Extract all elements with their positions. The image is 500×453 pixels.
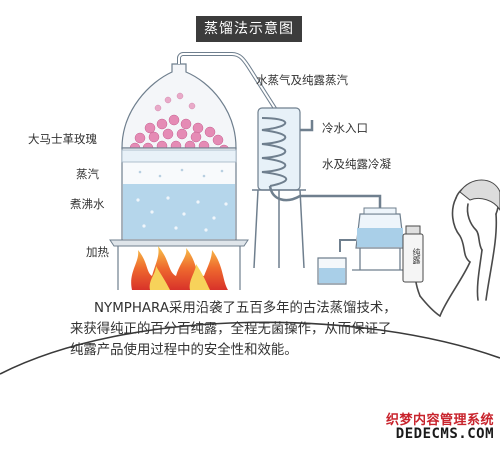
outlet-pipe: [268, 185, 382, 210]
fire-flames: [131, 246, 228, 290]
label-heating: 加热: [86, 245, 109, 259]
label-condensation: 水及纯露冷凝: [322, 157, 391, 171]
bottle-label: 纯露: [412, 248, 421, 264]
label-damask-rose: 大马士革玫瑰: [28, 132, 97, 146]
description: NYMPHARA采用沿袭了五百多年的古法蒸馏技术， 来获得纯正的百分百纯露，全程…: [70, 298, 450, 361]
description-line-3: 纯露产品使用过程中的安全性和效能。: [70, 343, 298, 358]
label-vapor-hydrosol: 水蒸气及纯露蒸汽: [256, 73, 348, 87]
label-cold-water-inlet: 冷水入口: [322, 121, 368, 135]
description-line-1: NYMPHARA采用沿袭了五百多年的古法蒸馏技术，: [94, 301, 397, 316]
boiling-water: [123, 184, 235, 239]
cold-water-inlet-pipe: [300, 120, 314, 132]
hydrosol-bottle: [402, 225, 424, 283]
description-line-2: 来获得纯正的百分百纯露，全程无菌操作，从而保证了: [70, 322, 392, 337]
diagram-title: 蒸馏法示意图: [196, 16, 302, 42]
label-steam: 蒸汽: [76, 167, 99, 181]
watermark-en: DEDECMS.COM: [395, 426, 494, 442]
bottom-curve: [0, 321, 500, 375]
woman-hair: [459, 179, 500, 211]
woman-illustration: [414, 181, 500, 317]
watermark-cn: 织梦内容管理系统: [385, 413, 494, 428]
rose-petals: [129, 92, 230, 156]
label-boiling-water: 煮沸水: [70, 197, 105, 211]
